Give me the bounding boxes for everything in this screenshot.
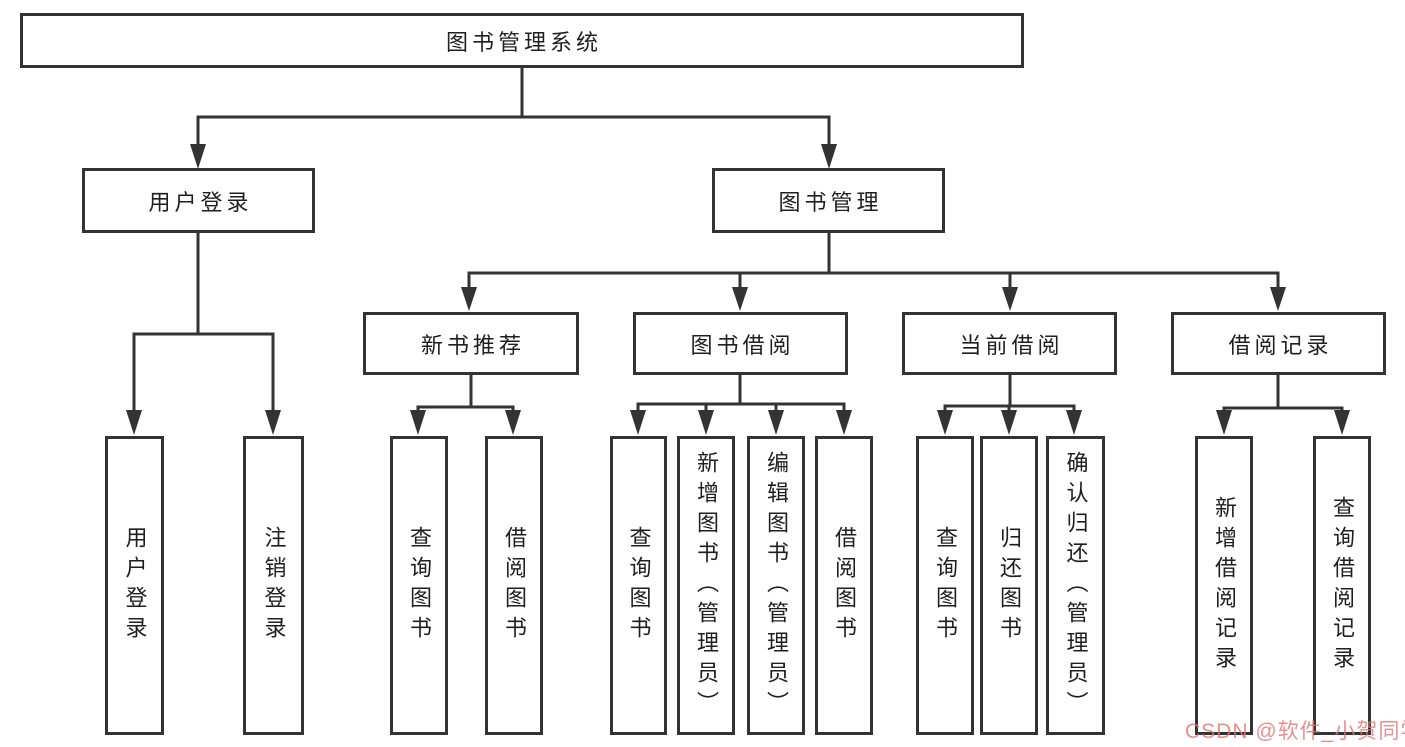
leaf-query-books-borrow: 查询图书 <box>610 436 667 735</box>
leaf-logout: 注销登录 <box>243 436 304 735</box>
node-book-borrow: 图书借阅 <box>633 312 848 375</box>
leaf-query-borrow-record: 查询借阅记录 <box>1313 436 1371 735</box>
leaf-confirm-return-admin: 确认归还（管理员） <box>1046 436 1105 735</box>
node-user-login: 用户登录 <box>82 168 315 233</box>
node-borrow-records: 借阅记录 <box>1171 312 1386 375</box>
node-root: 图书管理系统 <box>20 13 1024 68</box>
leaf-query-books-current: 查询图书 <box>916 436 974 735</box>
leaf-user-login: 用户登录 <box>105 436 164 735</box>
csdn-watermark: CSDN @软件_小贺同学 <box>1185 720 1405 743</box>
leaf-borrow-books-borrow: 借阅图书 <box>815 436 873 735</box>
leaf-borrow-books-recommend: 借阅图书 <box>485 436 543 735</box>
node-new-book-recommend: 新书推荐 <box>363 312 579 375</box>
leaf-edit-books-admin: 编辑图书（管理员） <box>747 436 805 735</box>
node-current-borrow: 当前借阅 <box>902 312 1117 375</box>
leaf-return-books: 归还图书 <box>980 436 1038 735</box>
leaf-add-borrow-record: 新增借阅记录 <box>1195 436 1253 735</box>
node-book-management: 图书管理 <box>712 168 945 233</box>
leaf-query-books-recommend: 查询图书 <box>390 436 448 735</box>
leaf-add-books-admin: 新增图书（管理员） <box>677 436 735 735</box>
